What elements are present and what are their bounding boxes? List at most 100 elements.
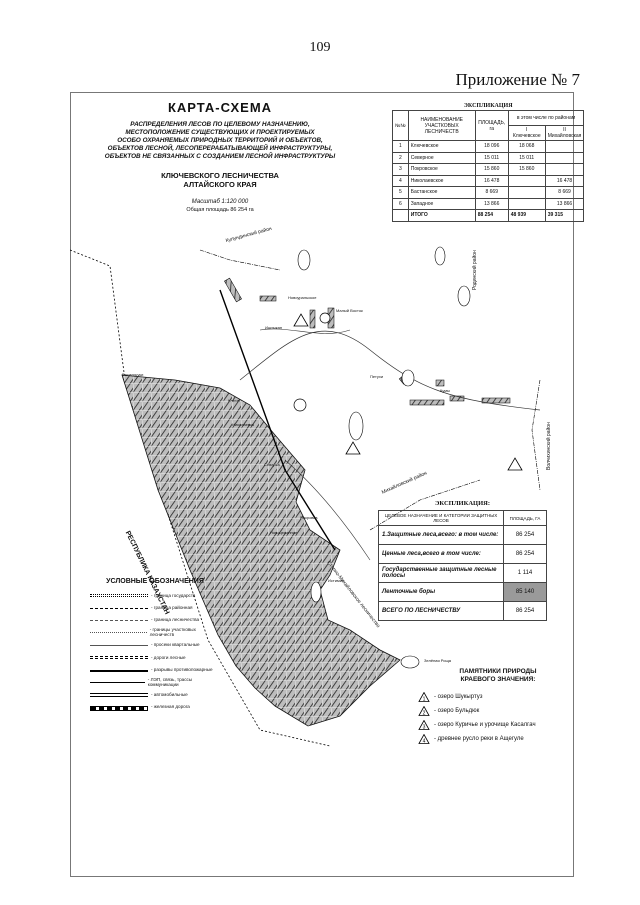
legend-label: - железная дорога [151, 704, 190, 710]
subtitle-line: ОСОБО ОХРАНЯЕМЫХ ПРИРОДНЫХ ТЕРРИТОРИЙ И … [117, 137, 323, 144]
legend-item: - граница лесничества [90, 614, 220, 626]
table-cell [544, 140, 585, 153]
map-title-block: КАРТА-СХЕМА РАСПРЕДЕЛЕНИЯ ЛЕСОВ ПО ЦЕЛЕВ… [100, 100, 340, 213]
table-cell [544, 151, 585, 164]
label-village: Кумы [440, 388, 450, 393]
table-cell: 1 [392, 140, 409, 153]
table-cell: 1 114 [503, 563, 547, 583]
legend-label: - просеки квартальные [151, 642, 200, 648]
label-village: Иштыкан [265, 325, 283, 330]
monument-item: 2 - озеро Бульдюк [418, 704, 578, 718]
district-border [531, 379, 541, 491]
table-cell: 16 478 [544, 174, 585, 187]
explication-top-table: №№ НАИМЕНОВАНИЕ УЧАСТКОВЫХ ЛЕСНИЧЕСТВ ПЛ… [392, 110, 585, 222]
monument-number: 2 [423, 711, 426, 717]
monuments-caption-line: КРАЕВОГО ЗНАЧЕНИЯ: [460, 676, 536, 683]
table-cell [507, 174, 546, 187]
legend-symbol-icon [90, 604, 148, 612]
table-cell: Северное [407, 151, 476, 164]
legend-symbol-icon [90, 616, 148, 624]
forestry-line: КЛЮЧЕВСКОГО ЛЕСНИЧЕСТВА [161, 171, 279, 180]
subtitle-line: МЕСТОПОЛОЖЕНИЕ СУЩЕСТВУЮЩИХ И ПРОЕКТИРУЕ… [125, 129, 315, 136]
forestry-name: КЛЮЧЕВСКОГО ЛЕСНИЧЕСТВА АЛТАЙСКОГО КРАЯ [100, 171, 340, 189]
header-cell: ЦЕЛЕВОЕ НАЗНАЧЕНИЕ И КАТЕГОРИИ ЗАЩИТНЫХ … [378, 510, 504, 526]
col-name-header: НАИМЕНОВАНИЕ УЧАСТКОВЫХ ЛЕСНИЧЕСТВ [407, 110, 476, 141]
table-cell: 8 669 [544, 186, 585, 199]
legend-label: - граница районная [151, 605, 193, 611]
label-village: Васильчуки [122, 372, 144, 377]
explication-top-caption: ЭКСПЛИКАЦИЯ [463, 103, 513, 109]
monument-markers [293, 313, 523, 471]
legend-item: - дороги лесные [90, 651, 220, 663]
monument-number: 3 [423, 725, 426, 731]
label-village: Малый Восток [336, 308, 363, 313]
monument-label: - озеро Шукыртуз [434, 694, 483, 700]
table-cell: Бастанское [407, 186, 476, 199]
label-rodino-district: Родинский район [472, 250, 478, 290]
district-border [199, 249, 281, 271]
roman-numeral: II [563, 127, 566, 133]
explication-top: ЭКСПЛИКАЦИЯ №№ НАИМЕНОВАНИЕ УЧАСТКОВЫХ Л… [392, 103, 585, 222]
legend-symbol-icon [90, 591, 148, 599]
label-volchikha-district: Волчихинский район [546, 422, 552, 470]
legend-symbol-icon [90, 641, 148, 649]
legend-label: - разрывы противопожарные [151, 667, 213, 673]
district-name: Ключевское [512, 133, 541, 139]
table-cell: 18 096 [474, 140, 509, 153]
table-cell: ИТОГО [407, 209, 476, 222]
legend-label: - граница лесничества [151, 617, 200, 623]
road [259, 328, 351, 334]
legend-item: - автомобильные [90, 688, 220, 700]
monument-label: - озеро Куричье и урочище Касалгач [434, 722, 536, 728]
label-village: Истимис [328, 578, 344, 583]
map-frame [70, 92, 574, 877]
forestry-line: АЛТАЙСКОГО КРАЯ [183, 180, 257, 189]
table-cell [544, 163, 585, 176]
monument-label: - озеро Бульдюк [434, 708, 480, 714]
table-cell: 15 860 [474, 163, 509, 176]
appendix-label: Приложение № 7 [455, 70, 580, 89]
label-village: Николаевка [232, 422, 255, 427]
explication-bottom-table: ЦЕЛЕВОЕ НАЗНАЧЕНИЕ И КАТЕГОРИИ ЗАЩИТНЫХ … [378, 510, 547, 621]
table-cell: 39 315 [544, 209, 585, 222]
legend-label: - ЛЭП, связь, трассы коммуникации [147, 676, 193, 687]
table-cell: Государственные защитные лесные полосы [378, 563, 504, 583]
roman-numeral: I [526, 127, 528, 133]
triangle-marker-icon: 3 [418, 720, 430, 730]
monument-number: 4 [423, 739, 426, 745]
label-village: Покровка [300, 515, 318, 520]
total-area: Общая площадь 86 254 га [186, 207, 254, 213]
railway [219, 289, 336, 551]
table-cell: Ленточные боры [378, 582, 504, 602]
label-village: Петухи [370, 374, 384, 379]
table-cell: 85 140 [503, 582, 547, 602]
subtitle-line: ОБЪЕКТОВ ЛЕСНОЙ, ЛЕСОПЕРЕРАБАТЫВАЮЩЕЙ ИН… [107, 145, 333, 152]
label-village: Северка [264, 462, 280, 467]
table-cell: Западное [407, 197, 476, 210]
table-cell [392, 209, 409, 222]
map-subtitle: РАСПРЕДЕЛЕНИЯ ЛЕСОВ ПО ЦЕЛЕВОМУ НАЗНАЧЕН… [100, 121, 340, 161]
explication-bottom: ЭКСПЛИКАЦИЯ: ЦЕЛЕВОЕ НАЗНАЧЕНИЕ И КАТЕГО… [378, 500, 547, 621]
legend-symbol-icon [90, 628, 147, 636]
legend-symbol-icon [90, 690, 148, 698]
lakes [297, 246, 471, 669]
legend-symbol-icon [90, 678, 145, 686]
table-cell: 15 860 [507, 163, 546, 176]
table-row: Ценные леса,всего в том числе:86 254 [378, 544, 547, 564]
triangle-marker-icon: 1 [418, 692, 430, 702]
label-village: Новоцелинное [270, 530, 298, 535]
legend-caption: УСЛОВНЫЕ ОБОЗНАЧЕНИЯ [106, 578, 204, 585]
table-cell: 13 866 [544, 197, 585, 210]
table-cell [507, 186, 546, 199]
table-cell: 8 669 [474, 186, 509, 199]
table-cell: 16 478 [474, 174, 509, 187]
monument-label: - древнее русло реки в Ащегуле [434, 736, 524, 742]
forestry-markers [293, 312, 331, 412]
legend-symbol-icon [90, 666, 148, 674]
nature-monuments: ПАМЯТНИКИ ПРИРОДЫ КРАЕВОГО ЗНАЧЕНИЯ: 1- … [418, 668, 578, 746]
table-cell: 15 011 [474, 151, 509, 164]
